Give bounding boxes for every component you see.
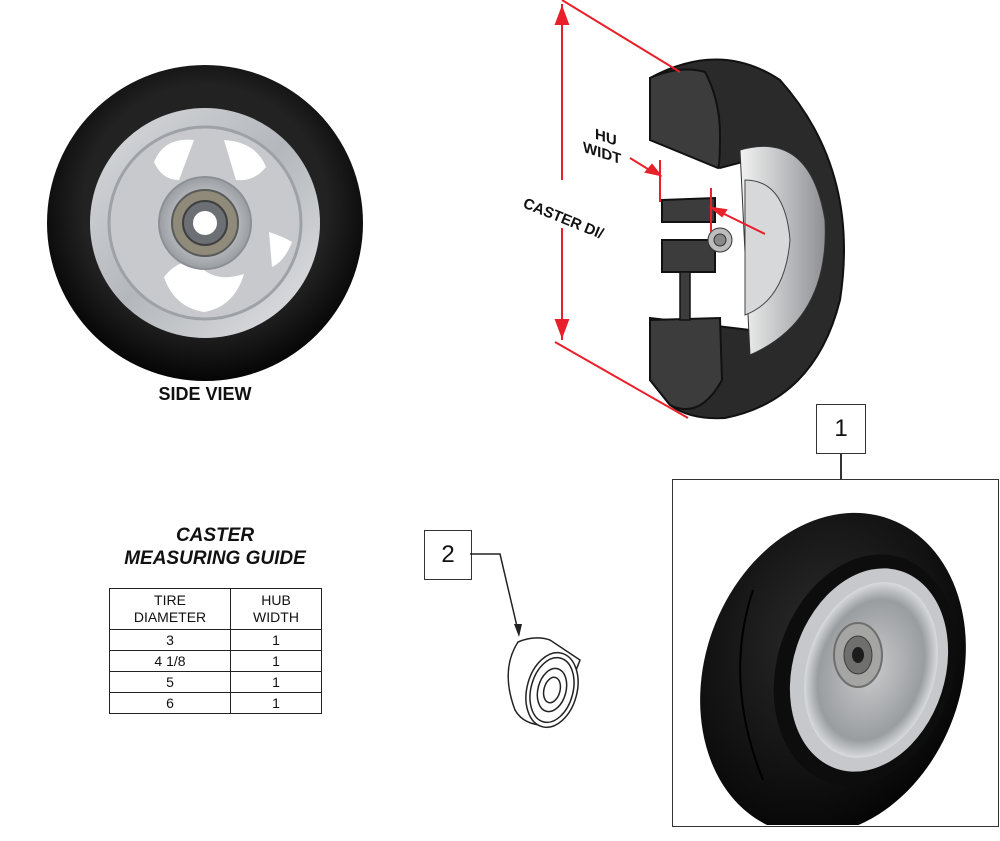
- measuring-guide-title: CASTER MEASURING GUIDE: [100, 524, 330, 570]
- caster-wheel-photo-frame: [672, 479, 999, 836]
- cross-section-diagram: [554, 0, 845, 420]
- cell-tire-diameter: 6: [109, 692, 231, 714]
- side-view-label: SIDE VIEW: [158, 384, 252, 404]
- cell-hub-width: 1: [230, 629, 322, 651]
- cell-hub-width: 1: [230, 692, 322, 714]
- cell-tire-diameter: 3: [109, 629, 231, 651]
- caster-wheel-photo: [700, 512, 966, 836]
- cell-hub-width: 1: [230, 650, 322, 672]
- side-view-wheel-image: [47, 65, 363, 381]
- callout-1-leader: [840, 453, 842, 480]
- guide-title-line2: MEASURING GUIDE: [124, 548, 306, 569]
- callout-1[interactable]: 1: [816, 404, 866, 454]
- cell-hub-width: 1: [230, 671, 322, 693]
- callout-2[interactable]: 2: [424, 530, 472, 580]
- guide-title-line1: CASTER: [175, 525, 255, 546]
- cell-tire-diameter: 4 1/8: [109, 650, 231, 672]
- cell-tire-diameter: 5: [109, 671, 231, 693]
- bearing-drawing: [470, 553, 581, 729]
